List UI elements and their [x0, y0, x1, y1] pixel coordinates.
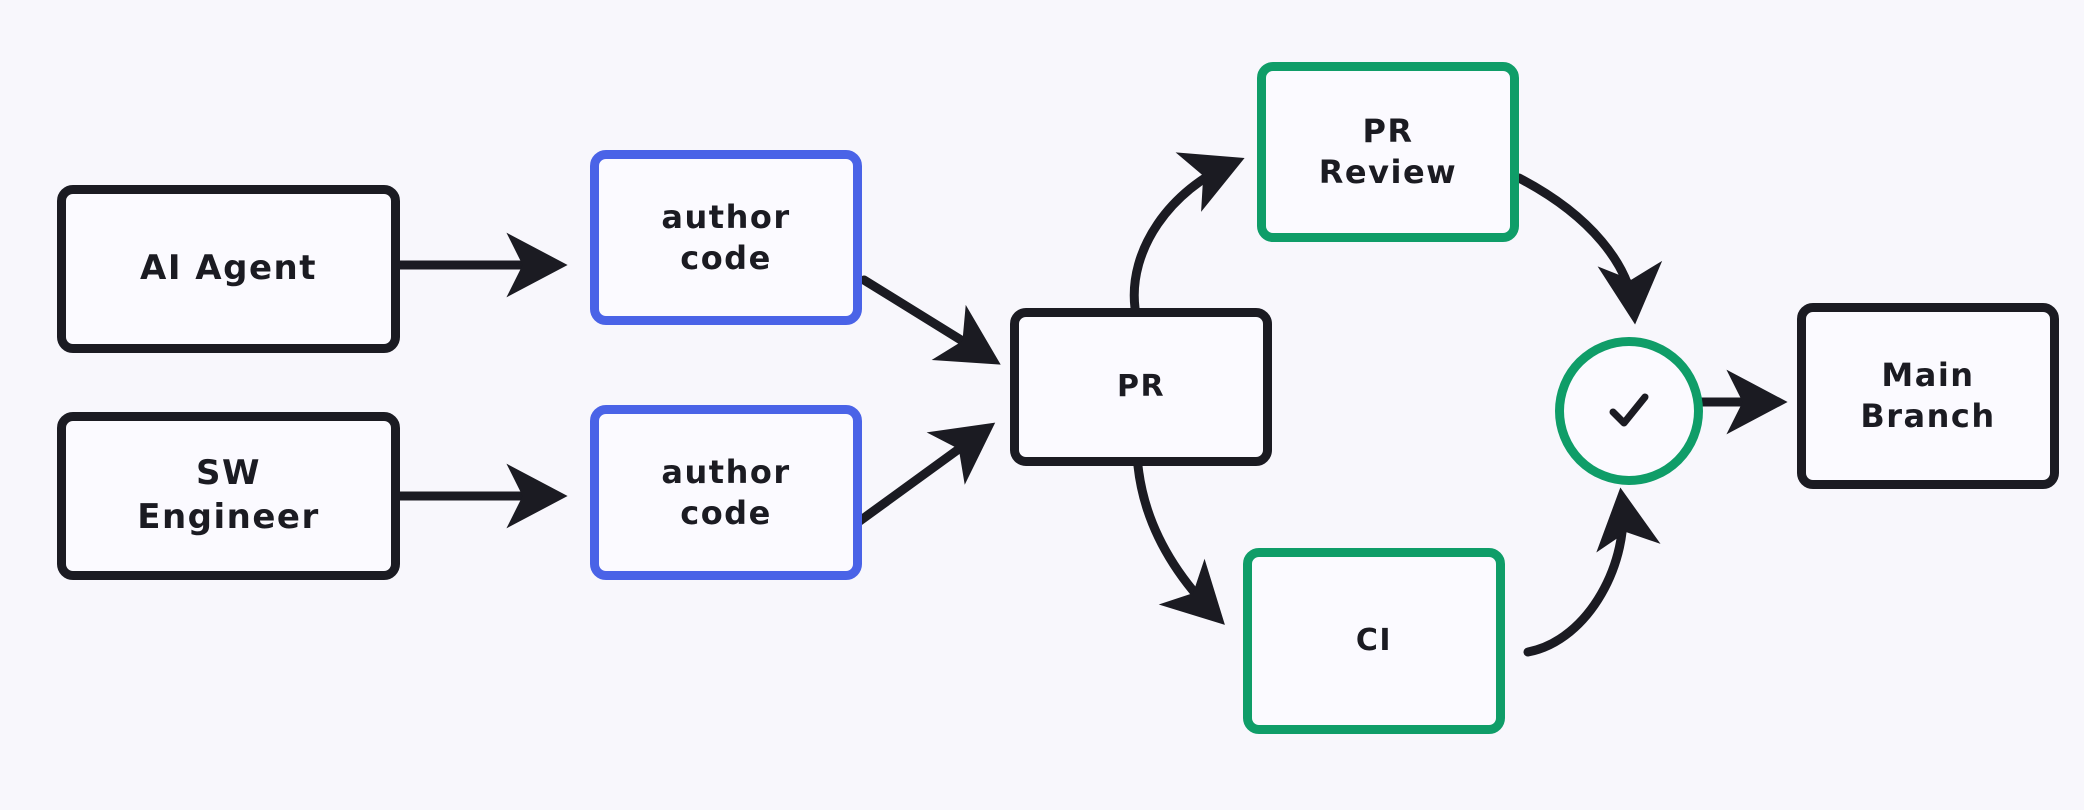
node-check-circle[interactable]: [1555, 337, 1703, 485]
edge-ci-to-check: [1523, 487, 1661, 657]
node-author-code-top-label: author code: [661, 197, 791, 277]
edge-author-code-top-to-pr: [859, 275, 1001, 365]
node-pr-review-label: PR Review: [1318, 112, 1458, 191]
edge-pr-to-ci: [1133, 461, 1225, 625]
node-sw-engineer-label: SW Engineer: [137, 453, 320, 537]
node-main-branch[interactable]: Main Branch: [1797, 303, 2059, 489]
node-author-code-bottom-label: author code: [661, 452, 791, 532]
node-ai-agent-label: AI Agent: [140, 248, 317, 289]
node-pr-label: PR: [1116, 368, 1166, 404]
node-pr-review[interactable]: PR Review: [1257, 62, 1519, 242]
node-ci[interactable]: CI: [1243, 548, 1505, 734]
edge-pr-review-to-check: [1514, 173, 1663, 325]
node-author-code-bottom[interactable]: author code: [590, 405, 862, 580]
node-author-code-top[interactable]: author code: [590, 150, 862, 325]
node-main-branch-label: Main Branch: [1860, 356, 1996, 435]
edge-author-code-bottom-to-pr: [852, 422, 996, 528]
node-pr[interactable]: PR: [1010, 308, 1272, 466]
node-ci-label: CI: [1355, 622, 1393, 658]
node-sw-engineer[interactable]: SW Engineer: [57, 412, 400, 580]
edge-pr-to-pr-review: [1129, 152, 1245, 313]
check-icon: [1609, 393, 1649, 427]
node-ai-agent[interactable]: AI Agent: [57, 185, 400, 353]
